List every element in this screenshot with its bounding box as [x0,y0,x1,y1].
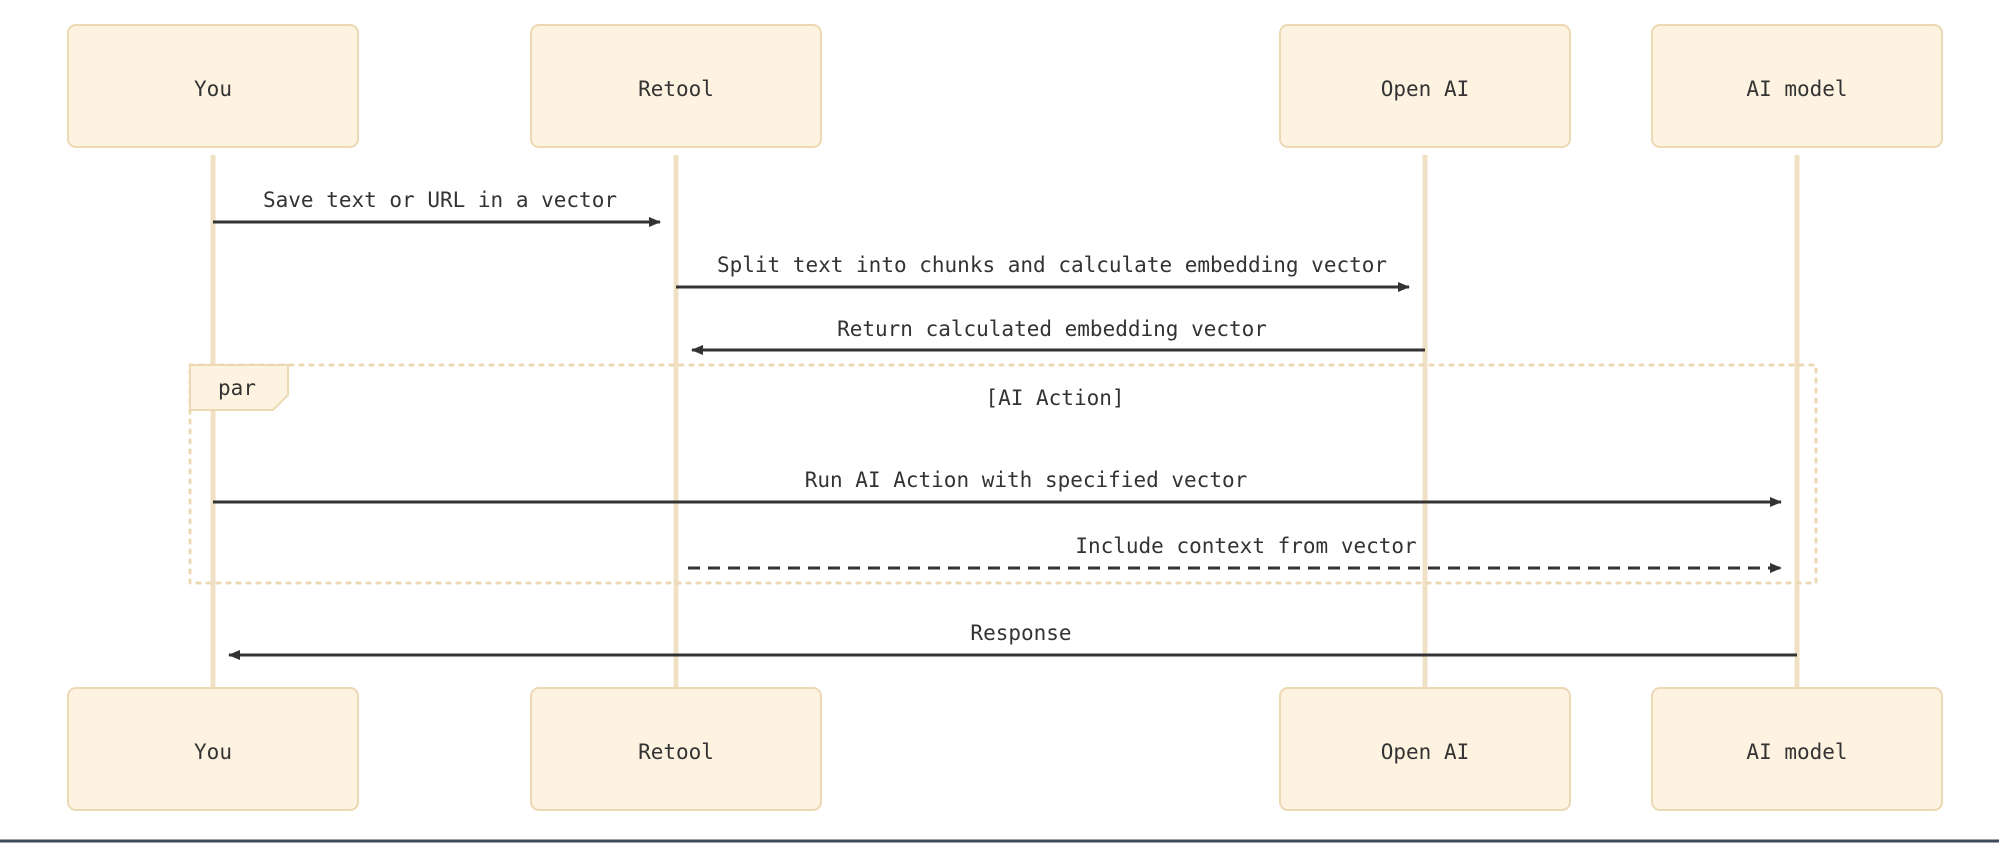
actor-boxes-bottom: You Retool Open AI AI model [67,687,1943,811]
fragment-par[interactable]: par [AI Action] [188,363,1818,585]
actor-box-you-bottom-label: You [194,740,232,764]
fragment-par-border [188,363,1818,585]
message-response-label: Response [970,621,1071,645]
actor-box-openai-top-label: Open AI [1381,77,1470,101]
actor-box-openai-bottom-rect [1279,687,1571,811]
message-split-text-into-chunks-label: Split text into chunks and calculate emb… [717,253,1387,277]
actor-box-retool-top-label: Retool [638,77,714,101]
actor-box-you-top-label: You [194,77,232,101]
actor-box-aimodel-bottom[interactable]: AI model [1651,687,1943,811]
lifelines [210,155,1800,690]
message-run-ai-action-label: Run AI Action with specified vector [805,468,1248,492]
fragment-par-kind-box [189,364,289,411]
actor-box-openai-top-rect [1279,24,1571,148]
actor-box-aimodel-bottom-rect [1651,687,1943,811]
message-return-embedding-vector-label: Return calculated embedding vector [837,317,1267,341]
fragment-par-kind-label: par [218,376,256,400]
message-save-text-or-url[interactable]: Save text or URL in a vector [213,188,661,227]
actor-box-retool-bottom-rect [530,687,822,811]
actor-box-you-top[interactable]: You [67,24,359,148]
actor-box-retool-top-rect [530,24,822,148]
actor-box-you-top-rect [67,24,359,148]
message-return-embedding-vector[interactable]: Return calculated embedding vector [691,317,1425,355]
actor-boxes-top: You Retool Open AI AI model [67,24,1943,148]
actor-box-aimodel-top-rect [1651,24,1943,148]
actor-box-openai-bottom-label: Open AI [1381,740,1470,764]
fragment-par-title-label: [AI Action] [985,386,1124,410]
message-run-ai-action[interactable]: Run AI Action with specified vector [213,468,1782,507]
message-include-context-from-vector[interactable]: Include context from vector [688,534,1782,573]
actor-box-aimodel-bottom-label: AI model [1746,740,1847,764]
actor-box-aimodel-top-label: AI model [1746,77,1847,101]
message-response[interactable]: Response [228,621,1797,660]
actor-box-openai-top[interactable]: Open AI [1279,24,1571,148]
message-split-text-into-chunks[interactable]: Split text into chunks and calculate emb… [676,253,1410,292]
actor-box-openai-bottom[interactable]: Open AI [1279,687,1571,811]
actor-box-retool-top[interactable]: Retool [530,24,822,148]
message-include-context-from-vector-label: Include context from vector [1075,534,1416,558]
actor-box-retool-bottom[interactable]: Retool [530,687,822,811]
actor-box-you-bottom[interactable]: You [67,687,359,811]
actor-box-you-bottom-rect [67,687,359,811]
message-save-text-or-url-label: Save text or URL in a vector [263,188,617,212]
actor-box-aimodel-top[interactable]: AI model [1651,24,1943,148]
actor-box-retool-bottom-label: Retool [638,740,714,764]
